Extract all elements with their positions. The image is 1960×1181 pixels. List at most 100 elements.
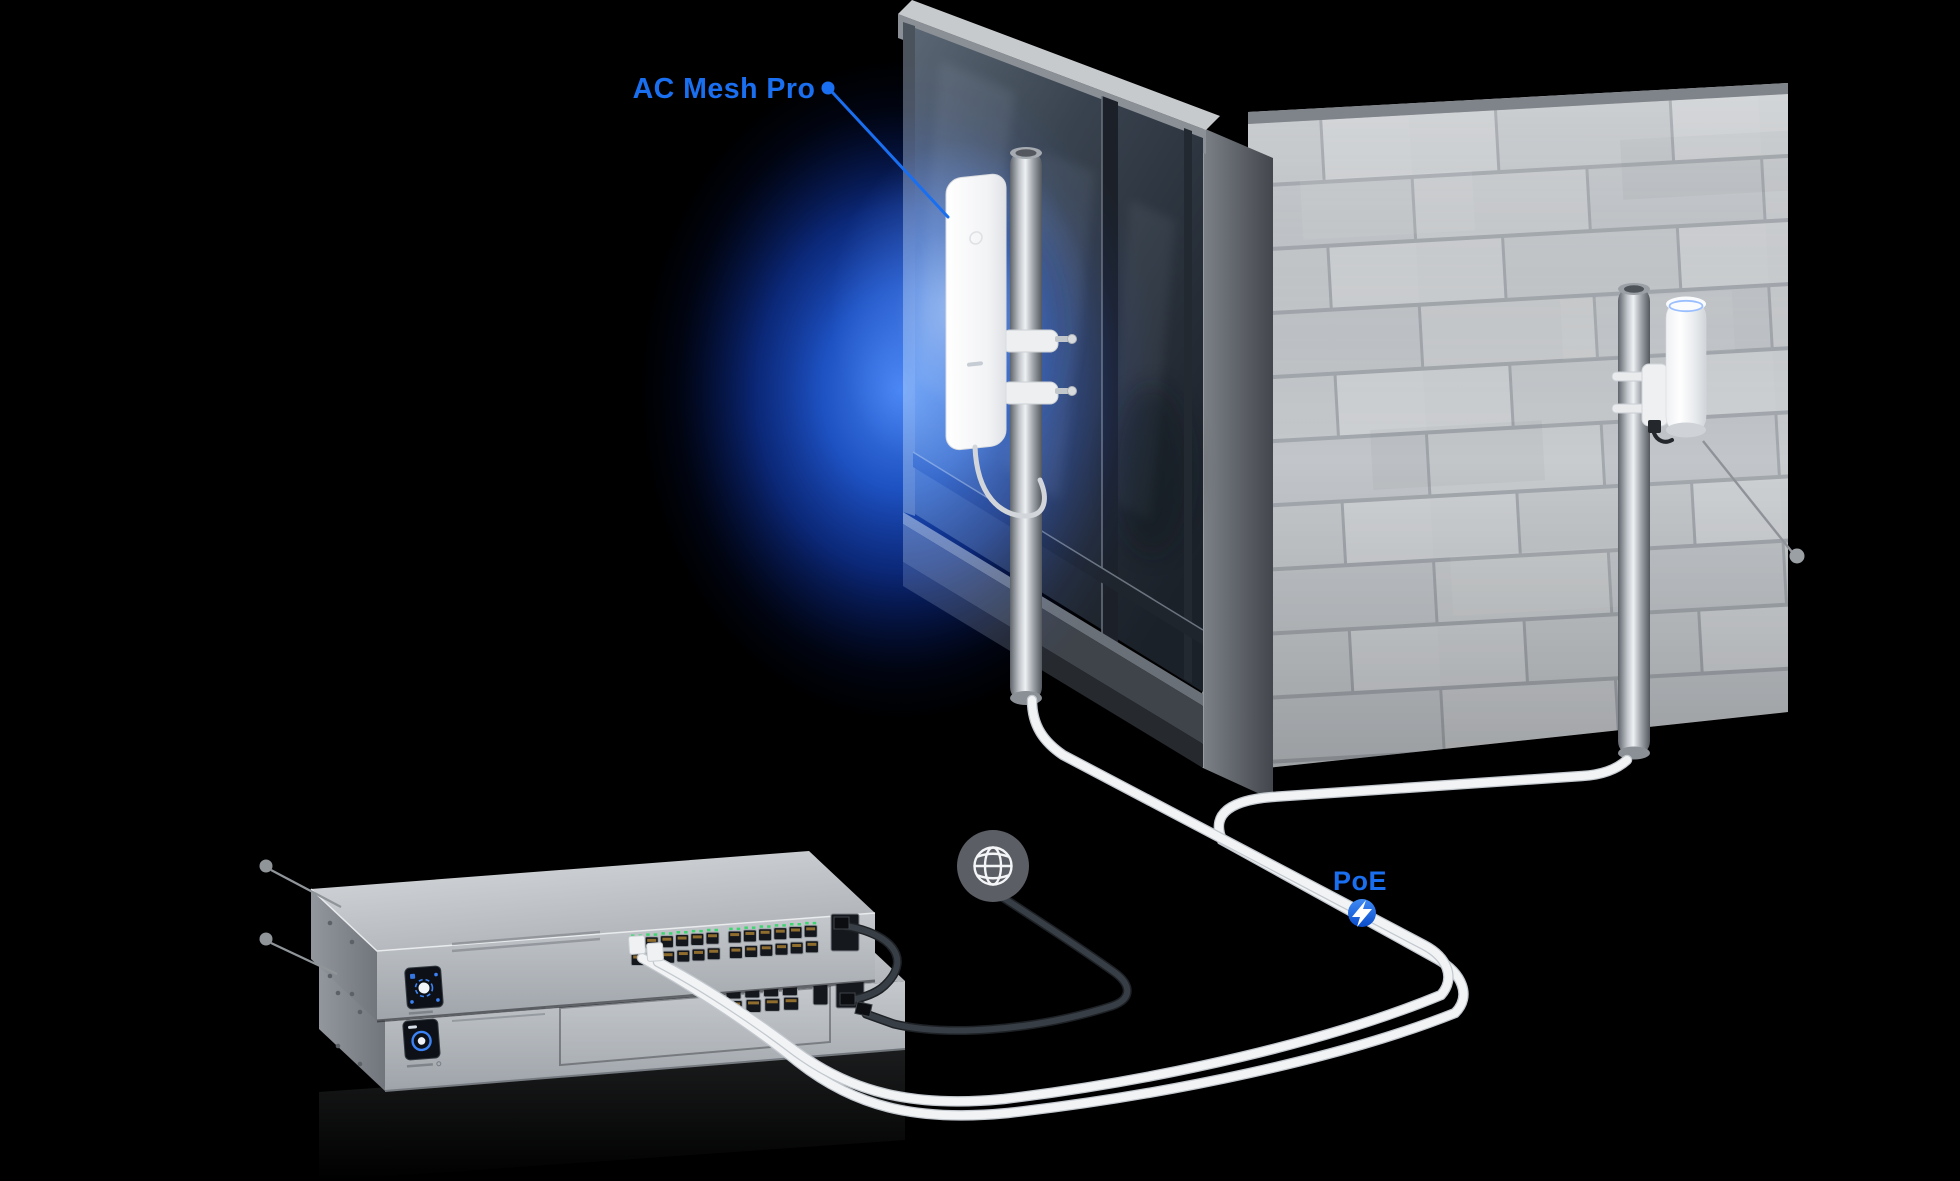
switch-top-face <box>311 851 875 951</box>
black-plugs <box>833 916 873 1018</box>
ap-bracket-clamp <box>1001 381 1059 405</box>
rj45-pins <box>709 949 719 953</box>
gateway-screws <box>335 990 363 1067</box>
port-led <box>707 928 711 932</box>
port-led <box>714 928 718 932</box>
rj45-pins <box>678 952 688 956</box>
rj45-pins <box>745 931 755 935</box>
rj45-pins <box>748 1001 759 1005</box>
mesh-ap-label-group: AC Mesh Pro <box>633 73 950 219</box>
rj45-port <box>803 924 818 938</box>
rj45-port <box>758 928 773 942</box>
rj45-port <box>727 930 742 944</box>
gateway-vent <box>451 1013 546 1022</box>
rj45-port <box>788 926 803 939</box>
switch-side-face <box>311 889 377 1021</box>
device-leaders <box>259 859 342 975</box>
switch-display-dot <box>418 982 430 994</box>
antenna-connector <box>1067 386 1077 396</box>
port-led <box>767 925 771 928</box>
leader-line <box>270 942 338 975</box>
port-led <box>759 925 764 928</box>
port-led <box>782 924 786 927</box>
switch-edge-highlight <box>310 888 876 952</box>
switch-vent <box>451 937 601 953</box>
rj45-pins <box>746 947 756 951</box>
lightning-bolt-icon <box>1352 900 1372 927</box>
white-plug <box>646 942 664 962</box>
port-led <box>668 932 673 935</box>
poe-cables <box>636 694 1633 1121</box>
poe-cable-right-ap <box>636 754 1633 1121</box>
rj45-pins <box>775 929 785 933</box>
rj45-port <box>759 943 774 957</box>
switch-model-text <box>408 1010 433 1015</box>
rj45-port <box>691 948 706 962</box>
mesh-ap-assembly <box>945 147 1077 705</box>
port-led <box>774 924 779 927</box>
stone-wall-cap <box>1248 83 1788 124</box>
mesh-ap-body <box>945 173 1007 451</box>
port-led <box>699 929 703 933</box>
pole-top-opening <box>1015 149 1037 157</box>
leader-dot <box>259 859 273 873</box>
port-led <box>729 927 733 931</box>
corner-column <box>1203 128 1273 800</box>
stone-wall-shading <box>1248 83 1788 770</box>
rj45-pins <box>663 953 673 957</box>
stone-wall <box>1248 83 1788 770</box>
rj45-port <box>706 947 721 961</box>
ap-bracket-clamp <box>1001 329 1059 353</box>
rj45-pins <box>792 944 802 947</box>
antenna-connector <box>1067 334 1077 344</box>
rj45-pins <box>760 930 770 934</box>
rj45-pins <box>761 946 771 950</box>
rj45-port <box>783 996 800 1011</box>
rj45-pins <box>766 1000 778 1004</box>
rj45-pins <box>662 937 672 941</box>
gateway-display-dot <box>417 1037 426 1045</box>
rj45-port <box>705 931 720 945</box>
white-plug <box>628 935 646 955</box>
rj45-pins <box>785 999 797 1003</box>
rj45-pins <box>730 933 740 937</box>
second-ap-pole <box>1618 286 1650 756</box>
wifi-glow <box>638 58 1162 722</box>
rj45-port <box>804 940 819 954</box>
mesh-ap-pole <box>1010 150 1042 702</box>
switch-bottom-shadow <box>376 979 876 1023</box>
poe-cable-left-ap <box>652 694 1454 1107</box>
port-led <box>744 926 748 929</box>
rj45-port <box>773 927 788 941</box>
ethernet-plugs <box>628 935 664 962</box>
rj45-pins <box>677 936 687 940</box>
port-led <box>805 921 809 925</box>
second-ap-assembly <box>1611 283 1805 760</box>
gateway-side-face <box>319 959 385 1091</box>
second-ap-body <box>1665 296 1707 438</box>
rj45-pins <box>692 935 702 939</box>
ap-cable-connector <box>1648 420 1661 433</box>
rj45-pins <box>708 934 717 938</box>
ap-pigtail-cable <box>972 444 1047 519</box>
rj45-port <box>728 946 743 960</box>
black-cables <box>841 892 1132 1035</box>
poe-label: PoE <box>1333 866 1387 896</box>
rj45-port <box>764 997 781 1012</box>
switch-display-ring <box>414 978 434 998</box>
ap-bracket <box>1641 363 1669 427</box>
globe-icon <box>957 830 1029 902</box>
leader-line <box>270 869 342 908</box>
port-led <box>751 926 756 929</box>
glass-mullion-vertical-thin <box>1184 128 1192 683</box>
gateway-display <box>402 1018 442 1068</box>
port-led <box>661 932 665 935</box>
rj45-port <box>742 929 757 943</box>
ap-led-slot <box>967 361 983 367</box>
leader-dot <box>1789 548 1805 564</box>
rj45-port <box>690 932 705 946</box>
gateway-display-ring <box>411 1030 432 1052</box>
switch-display <box>404 965 444 1015</box>
rj45-port <box>676 949 691 963</box>
